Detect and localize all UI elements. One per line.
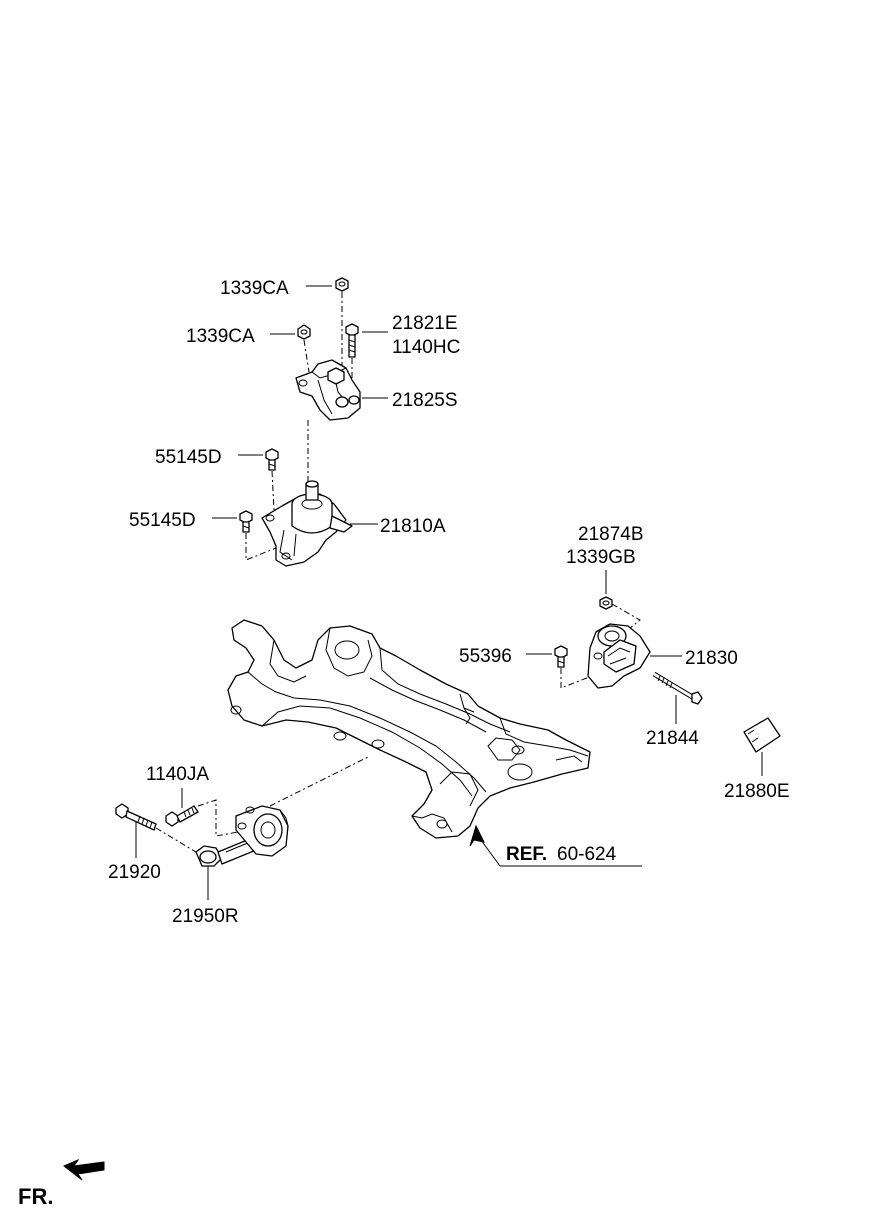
bolt-transmission[interactable] [554, 645, 568, 668]
bolt-upper-left[interactable] [265, 448, 279, 471]
label-trans-nut-1: 21874B [578, 524, 644, 545]
label-roll-bolt-long: 21920 [108, 862, 161, 883]
ref-label-number[interactable]: 60-624 [557, 844, 617, 865]
mount-bracket[interactable] [295, 359, 361, 421]
label-roll-bolt-small: 1140JA [146, 764, 209, 785]
roll-rod[interactable] [195, 805, 289, 867]
label-bolt-lower-left: 55145D [129, 510, 196, 531]
label-nut-left: 1339CA [186, 326, 255, 347]
label-long-bolt: 21844 [646, 728, 699, 749]
cover-plate[interactable] [743, 717, 781, 753]
engine-mount[interactable] [261, 480, 353, 567]
label-plate: 21880E [724, 781, 790, 802]
front-indicator: FR. [18, 1158, 105, 1209]
nut-top[interactable] [335, 277, 349, 292]
label-trans-nut-2: 1339GB [566, 547, 636, 568]
label-bolt-upper-left: 55145D [155, 447, 222, 468]
label-engine-mount: 21810A [380, 516, 446, 537]
long-bolt[interactable] [652, 671, 703, 705]
front-subframe [227, 619, 591, 839]
front-direction-arrow-icon [63, 1158, 105, 1181]
transmission-mount[interactable] [587, 623, 651, 689]
reference-callout: REF. 60-624 [469, 824, 642, 867]
front-label: FR. [18, 1184, 53, 1209]
label-bolt-right-1: 21821E [392, 313, 458, 334]
label-bolt-right-2: 1140HC [392, 337, 460, 358]
bolt-lower-left[interactable] [239, 510, 253, 533]
label-trans-bolt: 55396 [459, 646, 512, 667]
roll-bolt-long[interactable] [115, 803, 157, 831]
nut-transmission[interactable] [599, 596, 613, 610]
nut-left[interactable] [297, 324, 311, 340]
label-nut-top: 1339CA [220, 278, 289, 299]
label-trans-mount: 21830 [685, 648, 738, 669]
label-roll-rod: 21950R [172, 906, 239, 927]
roll-bolt-small[interactable] [165, 805, 199, 827]
ref-label-bold: REF. [506, 844, 547, 865]
bolt-bracket-right[interactable] [345, 323, 359, 358]
label-bracket: 21825S [392, 390, 458, 411]
